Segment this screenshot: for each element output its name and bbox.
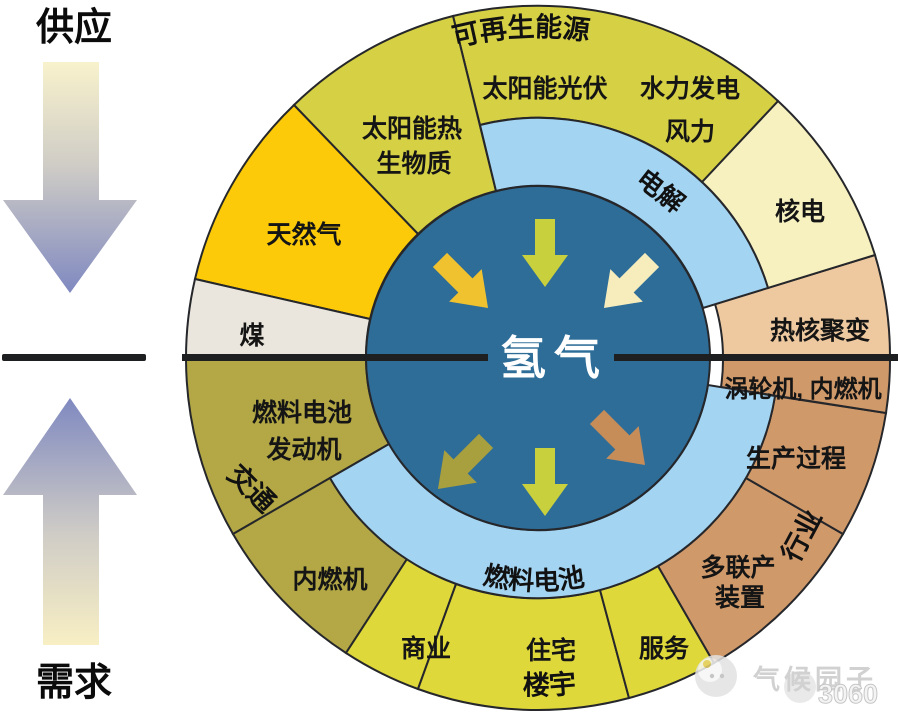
wechat-eye2-icon: [719, 673, 725, 679]
watermark: 气候园子 3060: [695, 655, 879, 710]
nuclear-label: 核电: [775, 197, 825, 226]
wechat-eye-icon: [709, 673, 715, 679]
demand-sectors: [184, 357, 892, 712]
demand-label: 需求: [36, 662, 112, 704]
production-label: 生产过程: [746, 445, 846, 473]
solar-pv-label: 太阳能光伏: [482, 74, 607, 103]
outflow-arrow-center-icon: [522, 448, 568, 516]
hydro-label: 水力发电: [640, 74, 740, 103]
outflow-arrow-right-icon: [589, 409, 646, 466]
turbine-ice-label: 涡轮机, 内燃机: [724, 375, 881, 403]
polygeneration-label-line1: 多联产: [700, 554, 775, 582]
hydrogen-flow-arrows: [432, 219, 660, 516]
inflow-arrow-right-icon: [603, 252, 660, 309]
hydrogen-label: 氢气: [500, 332, 608, 384]
ice-label: 内燃机: [292, 566, 367, 594]
natural-gas-label: 天然气: [266, 220, 341, 249]
supply-sectors: [184, 4, 892, 359]
watermark-name: 气候园子: [752, 665, 877, 695]
supply-down-arrow-icon: [3, 62, 137, 293]
watermark-number: 3060: [818, 679, 878, 709]
watermark-dot-icon: [703, 660, 711, 668]
commercial-label: 商业: [401, 634, 451, 663]
outflow-arrow-left-icon: [437, 433, 494, 490]
fusion-label: 热核聚变: [770, 316, 870, 345]
divider-line: [2, 354, 898, 361]
services-label: 服务: [639, 635, 689, 663]
buildings-label: 楼宇: [523, 669, 577, 701]
wechat-face2-icon: [784, 671, 816, 703]
biomass-label: 生物质: [376, 150, 451, 178]
residential-label: 住宅: [526, 636, 576, 665]
fuel-cell-engine-label-line2: 发动机: [265, 435, 341, 464]
wind-label: 风力: [665, 118, 715, 146]
coal-label: 煤: [239, 322, 264, 350]
demand-up-arrow-icon: [3, 398, 137, 645]
solar-thermal-label: 太阳能热: [362, 114, 462, 143]
polygeneration-label-line2: 装置: [715, 584, 765, 612]
supply-label: 供应: [36, 7, 112, 49]
supply-demand-panel: 供应 需求: [3, 7, 137, 704]
inflow-arrow-left-icon: [432, 252, 489, 309]
divider-left-segment: [2, 354, 146, 361]
inflow-arrow-center-icon: [522, 219, 568, 287]
hydrogen-label-backdrop: [488, 332, 614, 380]
fuel-cell-engine-label-line1: 燃料电池: [252, 399, 352, 427]
